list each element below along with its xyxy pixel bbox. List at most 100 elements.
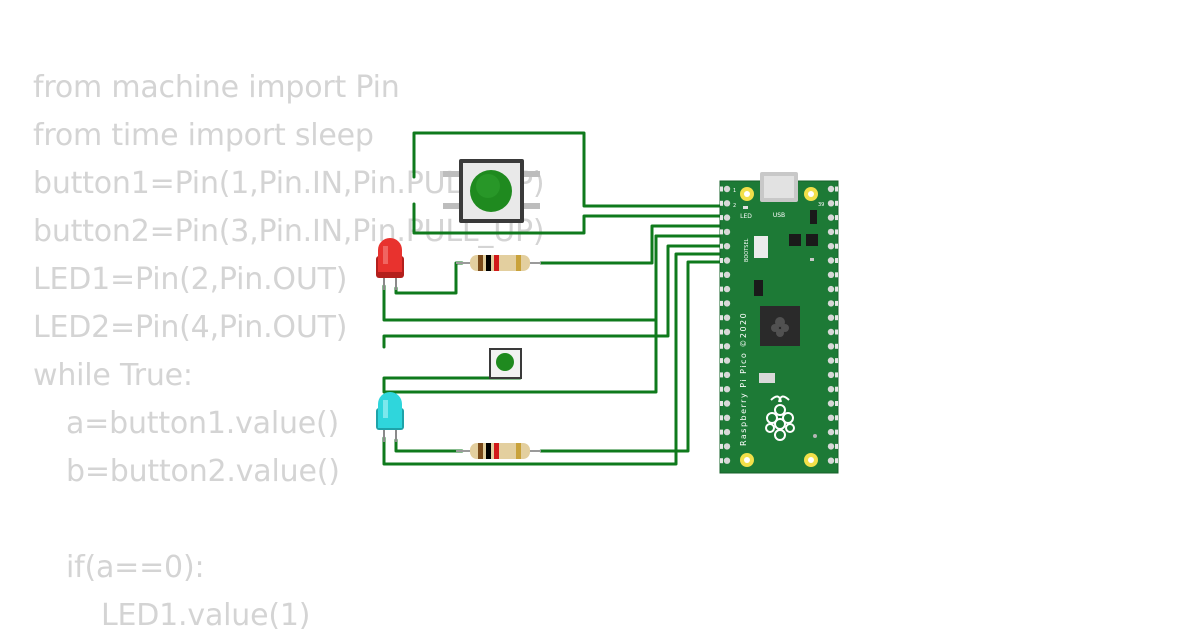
pin-pad[interactable] [723, 357, 731, 364]
pin-edge [720, 386, 723, 392]
code-line: LED1=Pin(2,Pin.OUT) [33, 262, 348, 297]
pin-pad[interactable] [827, 257, 835, 264]
pin-edge [720, 258, 723, 263]
code-line: a=button1.value() [66, 406, 340, 441]
wire-button2-top[interactable] [382, 244, 725, 349]
pin-edge [720, 443, 723, 449]
pin-pad[interactable] [723, 457, 731, 464]
pin-edge [835, 286, 838, 292]
pin-edge [720, 429, 723, 435]
pin-pad[interactable] [827, 314, 835, 321]
pin-edge [835, 186, 838, 192]
code-line: b=button2.value() [66, 454, 340, 489]
pin-edge [835, 401, 838, 406]
pin-pad[interactable] [827, 371, 835, 379]
pin-pad[interactable] [827, 400, 835, 407]
led-red[interactable] [376, 238, 404, 290]
code-line: from machine import Pin [33, 70, 400, 105]
wire-led1-cathode[interactable] [382, 234, 725, 322]
pin-pad[interactable] [723, 271, 731, 278]
code-overlay: from machine import Pin from time import … [33, 68, 545, 630]
pin-pad[interactable] [827, 443, 835, 450]
pin-edge [835, 386, 838, 392]
pin-edge [720, 315, 723, 321]
pin-pad[interactable] [827, 414, 835, 421]
pin-pad[interactable] [827, 328, 835, 336]
pin-pad[interactable] [827, 271, 835, 278]
pin-edge [835, 429, 838, 435]
pin-edge [835, 458, 838, 464]
pin-edge [720, 343, 723, 349]
pin-pad[interactable] [723, 443, 731, 450]
usb-label: USB [773, 212, 785, 219]
pin-pad[interactable] [827, 457, 835, 464]
pin-pad[interactable] [723, 400, 731, 407]
pin-pad[interactable] [827, 185, 835, 193]
pushbutton-2[interactable] [489, 348, 522, 379]
wire-led2-resistor[interactable] [539, 260, 725, 453]
pin-pad[interactable] [723, 285, 731, 293]
pin-pad[interactable] [723, 243, 731, 250]
pin-pad[interactable] [827, 243, 835, 250]
pin-pad[interactable] [723, 428, 731, 436]
pin-pad[interactable] [827, 200, 835, 207]
bootsel-button[interactable] [754, 236, 768, 258]
raspberry-pi-pico[interactable]: USB LED 1 2 39 BOOTSEL [719, 172, 839, 474]
pin-edge [835, 372, 838, 378]
pin-pad[interactable] [723, 371, 731, 379]
pin-39-label: 39 [818, 202, 824, 208]
pin-edge [835, 272, 838, 278]
pin-edge [835, 443, 838, 449]
pin-edge [720, 300, 723, 306]
pin-pad[interactable] [723, 185, 731, 193]
pin-pad[interactable] [827, 285, 835, 293]
led-label: LED [740, 213, 752, 220]
pin-pad[interactable] [723, 257, 731, 264]
pin-edge [835, 243, 838, 249]
code-line: from time import sleep [33, 118, 374, 153]
pin-pad[interactable] [827, 357, 835, 364]
pin-pad[interactable] [723, 214, 731, 221]
resistor-2[interactable] [456, 443, 541, 459]
pin-pad[interactable] [827, 214, 835, 221]
wire-button1-bottom[interactable] [412, 202, 725, 235]
pin-edge [835, 300, 838, 306]
led-cyan[interactable] [376, 392, 404, 442]
pin-pad[interactable] [827, 386, 835, 393]
pin-pad[interactable] [723, 314, 731, 321]
pin-pad[interactable] [723, 300, 731, 307]
wire-led2-cathode[interactable] [382, 252, 725, 466]
pin-edge [835, 329, 838, 335]
pin-edge [720, 372, 723, 378]
pin-pad[interactable] [827, 343, 835, 350]
pin-pad[interactable] [723, 343, 731, 350]
resistor-1[interactable] [456, 255, 541, 271]
wire-led1-leg[interactable] [394, 261, 464, 295]
pin-edge [720, 272, 723, 278]
pin-edge [720, 215, 723, 221]
pushbutton-1[interactable] [443, 159, 540, 223]
wires [382, 131, 725, 466]
code-line: LED1.value(1) [101, 598, 311, 630]
pin-2-label: 2 [733, 203, 736, 209]
wire-led2-leg[interactable] [394, 438, 464, 453]
pin-pad[interactable] [723, 228, 731, 236]
pin-edge [835, 215, 838, 221]
pin-pad[interactable] [723, 414, 731, 421]
pin-edge [720, 415, 723, 421]
pin-edge [835, 415, 838, 421]
wire-led1-resistor[interactable] [539, 224, 725, 265]
pin-pad[interactable] [827, 300, 835, 307]
wire-button1-top[interactable] [412, 131, 725, 208]
pin-pad[interactable] [827, 428, 835, 436]
pin-edge [835, 258, 838, 263]
pin-pad[interactable] [723, 200, 731, 207]
pin-pad[interactable] [723, 328, 731, 336]
pin-edge [720, 401, 723, 406]
bootsel-label: BOOTSEL [744, 238, 750, 262]
pin-pad[interactable] [723, 386, 731, 393]
pin-pad[interactable] [827, 228, 835, 236]
code-line: if(a==0): [66, 550, 205, 585]
